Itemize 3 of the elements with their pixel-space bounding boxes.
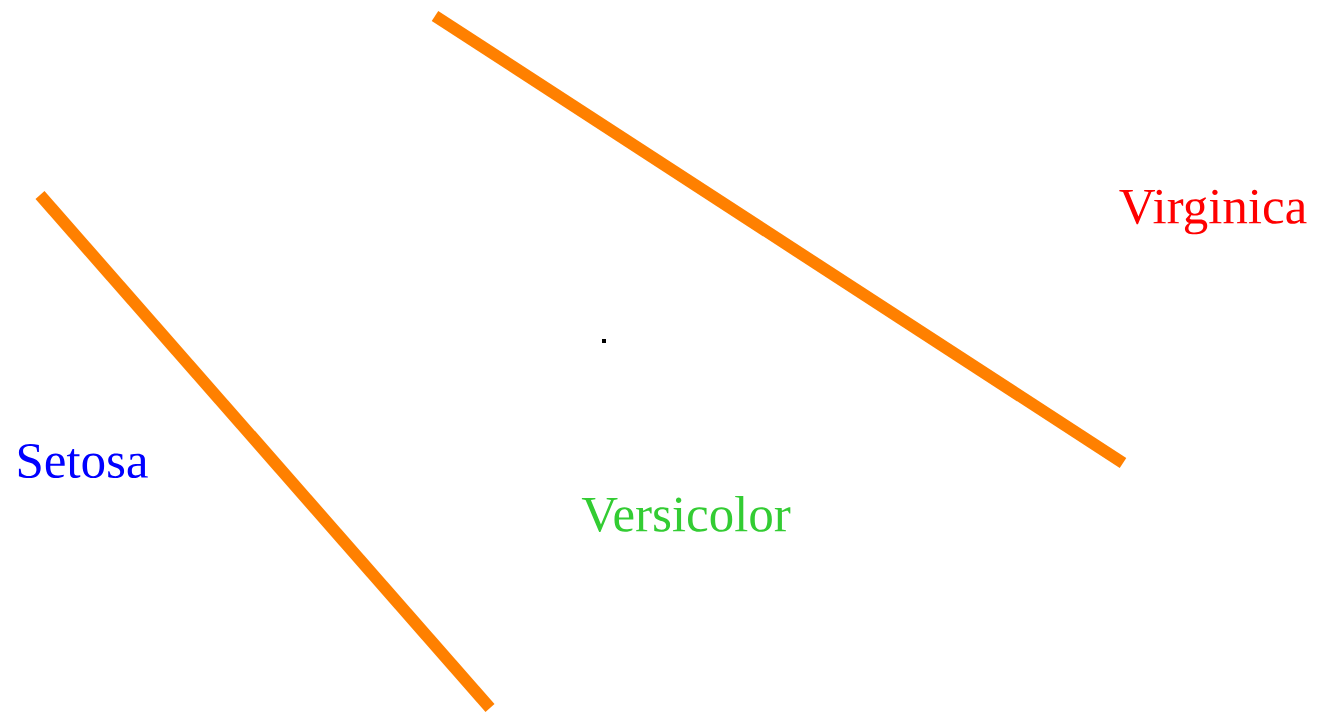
class-label: Virginica (1119, 189, 1307, 235)
class-label: Versicolor (581, 495, 791, 533)
class-label: Setosa (18, 443, 148, 479)
